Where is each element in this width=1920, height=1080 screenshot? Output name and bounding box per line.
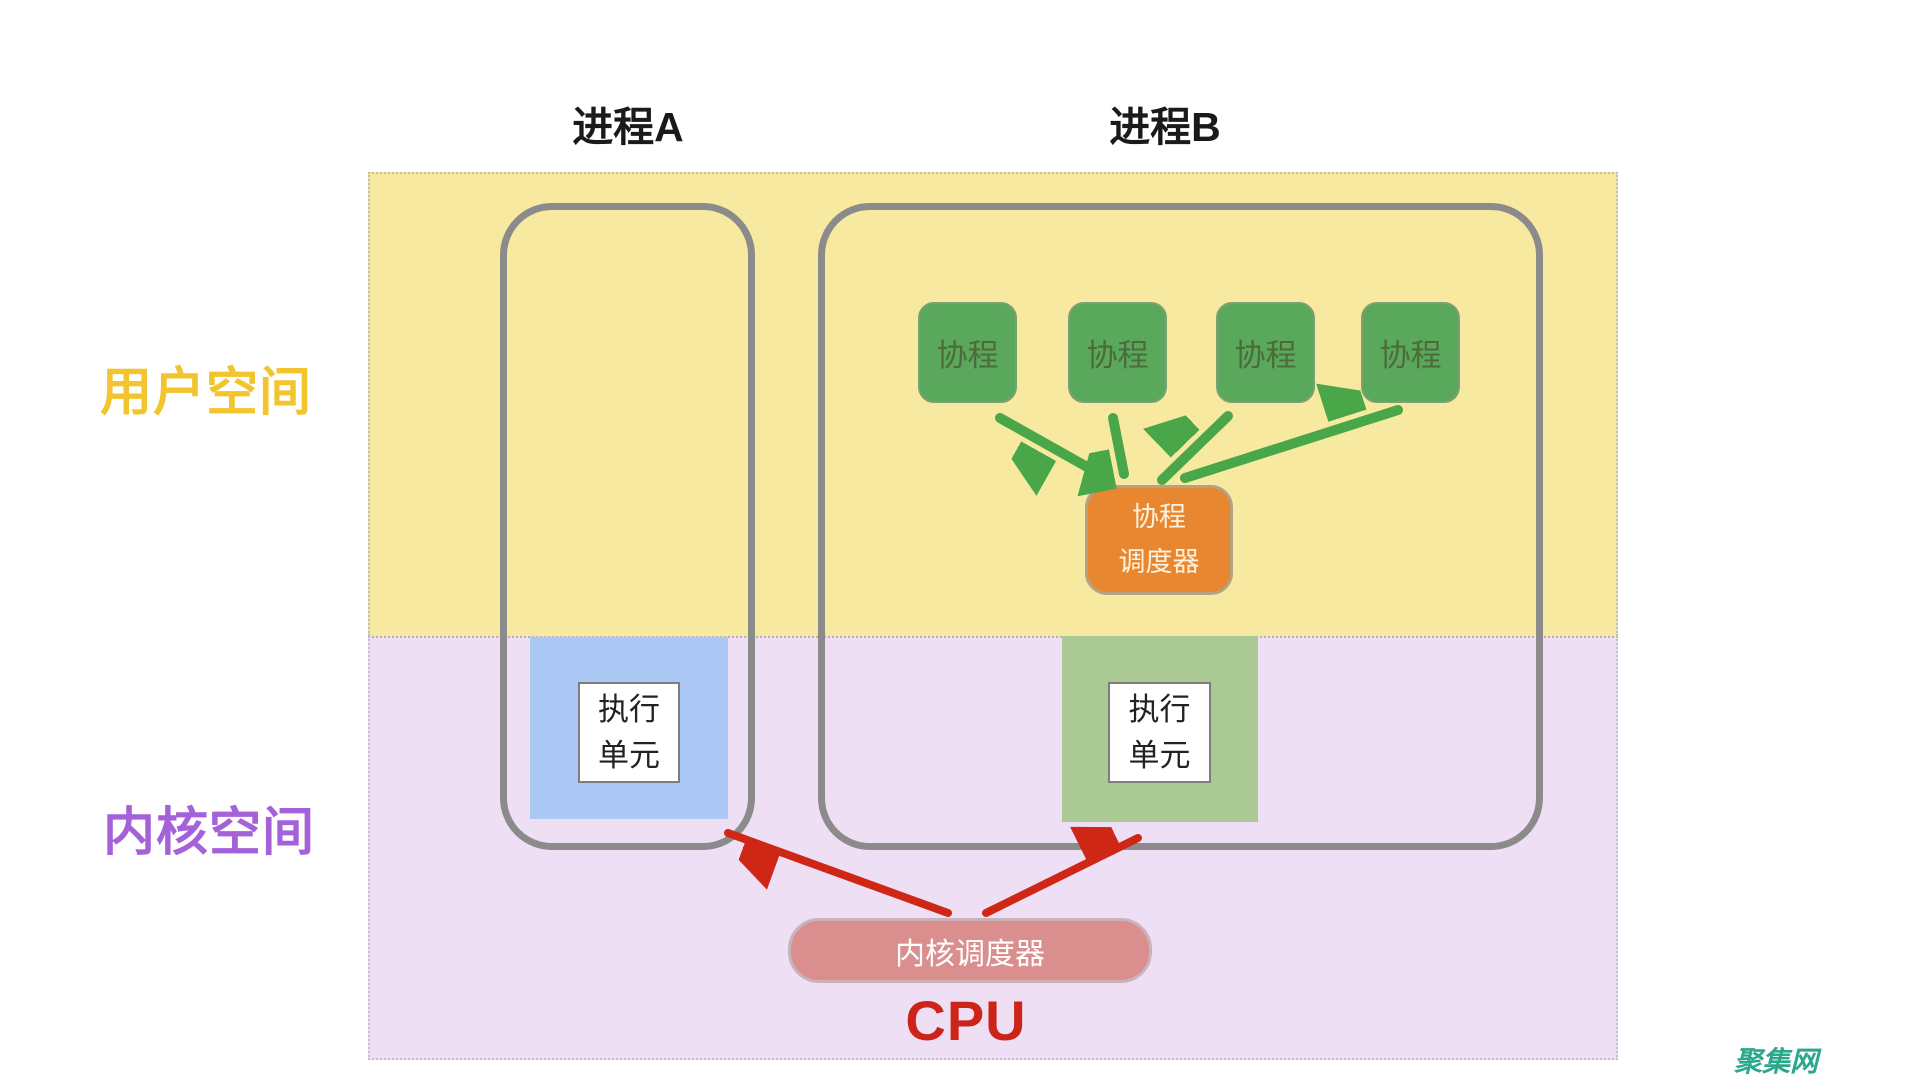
- process-b-box: [818, 203, 1543, 850]
- coroutine-label: 协程: [1086, 338, 1149, 373]
- process-b-exec-unit-box: 执行 单元: [1108, 682, 1211, 783]
- coroutine-box-3: 协程: [1216, 302, 1315, 403]
- kernel-space-label: 内核空间: [103, 804, 316, 862]
- exec-unit-label-line1: 执行: [1128, 691, 1191, 727]
- coroutine-scheduler-box: 协程 调度器: [1085, 485, 1233, 595]
- exec-unit-label-line2: 单元: [598, 737, 660, 773]
- user-space-label: 用户空间: [100, 364, 313, 422]
- process-b-title: 进程B: [1109, 104, 1221, 150]
- coroutine-box-1: 协程: [918, 302, 1017, 403]
- process-a-title: 进程A: [572, 104, 684, 150]
- coroutine-scheduler-label-line2: 调度器: [1118, 547, 1200, 577]
- coroutine-label: 协程: [936, 338, 999, 373]
- process-a-exec-unit-box: 执行 单元: [578, 682, 680, 783]
- coroutine-box-4: 协程: [1361, 302, 1460, 403]
- cpu-label: CPU: [905, 989, 1027, 1052]
- kernel-scheduler-box: 内核调度器: [788, 918, 1152, 983]
- user-space-region: [368, 172, 1618, 636]
- coroutine-box-2: 协程: [1068, 302, 1167, 403]
- exec-unit-label-line2: 单元: [1128, 737, 1191, 773]
- kernel-scheduler-label: 内核调度器: [895, 937, 1045, 971]
- process-a-box: [500, 203, 755, 850]
- coroutine-label: 协程: [1379, 338, 1442, 373]
- coroutine-label: 协程: [1234, 338, 1297, 373]
- exec-unit-label-line1: 执行: [598, 691, 660, 727]
- coroutine-scheduler-label-line1: 协程: [1132, 502, 1186, 532]
- watermark-text: 聚集网: [1734, 1046, 1819, 1077]
